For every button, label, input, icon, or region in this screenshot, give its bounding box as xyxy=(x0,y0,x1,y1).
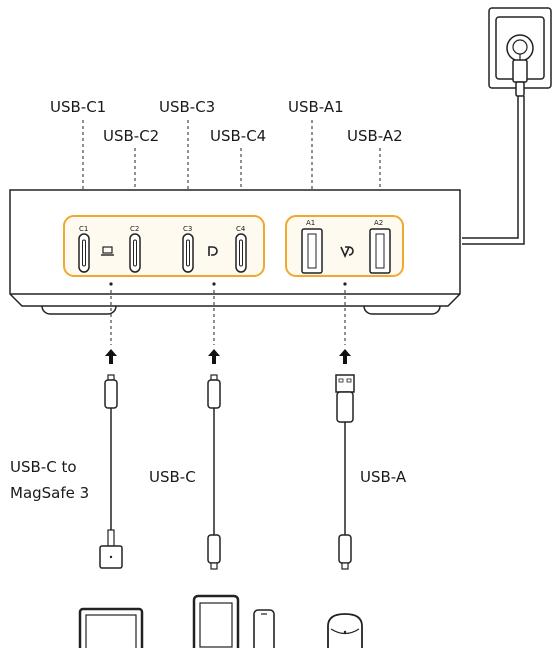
port-mark-c2: C2 xyxy=(130,225,139,233)
usb-c3-port[interactable] xyxy=(182,233,194,273)
label-usb-c1: USB-C1 xyxy=(50,98,106,116)
label-usb-a1: USB-A1 xyxy=(288,98,344,116)
up-arrow-icon xyxy=(105,349,117,364)
usb-a2-port[interactable] xyxy=(369,228,391,274)
usb-c-cable xyxy=(207,374,221,570)
usb-a-cable xyxy=(335,374,355,570)
label-usb-a2: USB-A2 xyxy=(347,127,403,145)
power-delivery-icon xyxy=(208,246,218,256)
label-usb-c2: USB-C2 xyxy=(103,127,159,145)
laptop-icon xyxy=(78,607,144,648)
up-arrow-icon xyxy=(339,349,351,364)
phone-icon xyxy=(253,609,275,648)
power-cable xyxy=(462,96,525,245)
cable-label-magsafe-line1: USB-C to xyxy=(10,458,77,476)
port-mark-a1: A1 xyxy=(306,219,315,227)
usb-c-port-group xyxy=(63,215,265,277)
earbuds-case-icon xyxy=(327,613,363,648)
cable-label-usb-c: USB-C xyxy=(149,468,196,486)
port-mark-c4: C4 xyxy=(236,225,246,233)
up-arrow-icon xyxy=(208,349,220,364)
port-mark-c1: C1 xyxy=(79,225,88,233)
usb-a1-port[interactable] xyxy=(301,228,323,274)
label-usb-c3: USB-C3 xyxy=(159,98,215,116)
usb-c1-port[interactable] xyxy=(78,233,90,273)
plug-icon xyxy=(512,59,528,97)
laptop-icon xyxy=(101,246,114,256)
indicator-dot xyxy=(109,282,113,286)
indicator-dot xyxy=(212,282,216,286)
power-delivery-icon xyxy=(340,246,354,258)
tablet-icon xyxy=(192,594,240,648)
usb-c-to-magsafe-cable xyxy=(99,374,123,569)
port-mark-a2: A2 xyxy=(374,219,383,227)
port-mark-c3: C3 xyxy=(183,225,192,233)
label-usb-c4: USB-C4 xyxy=(210,127,266,145)
indicator-dot xyxy=(343,282,347,286)
cable-label-usb-a: USB-A xyxy=(360,468,407,486)
wall-outlet-icon xyxy=(488,7,552,89)
usb-c4-port[interactable] xyxy=(235,233,247,273)
usb-c2-port[interactable] xyxy=(129,233,141,273)
cable-label-magsafe-line2: MagSafe 3 xyxy=(10,484,89,502)
